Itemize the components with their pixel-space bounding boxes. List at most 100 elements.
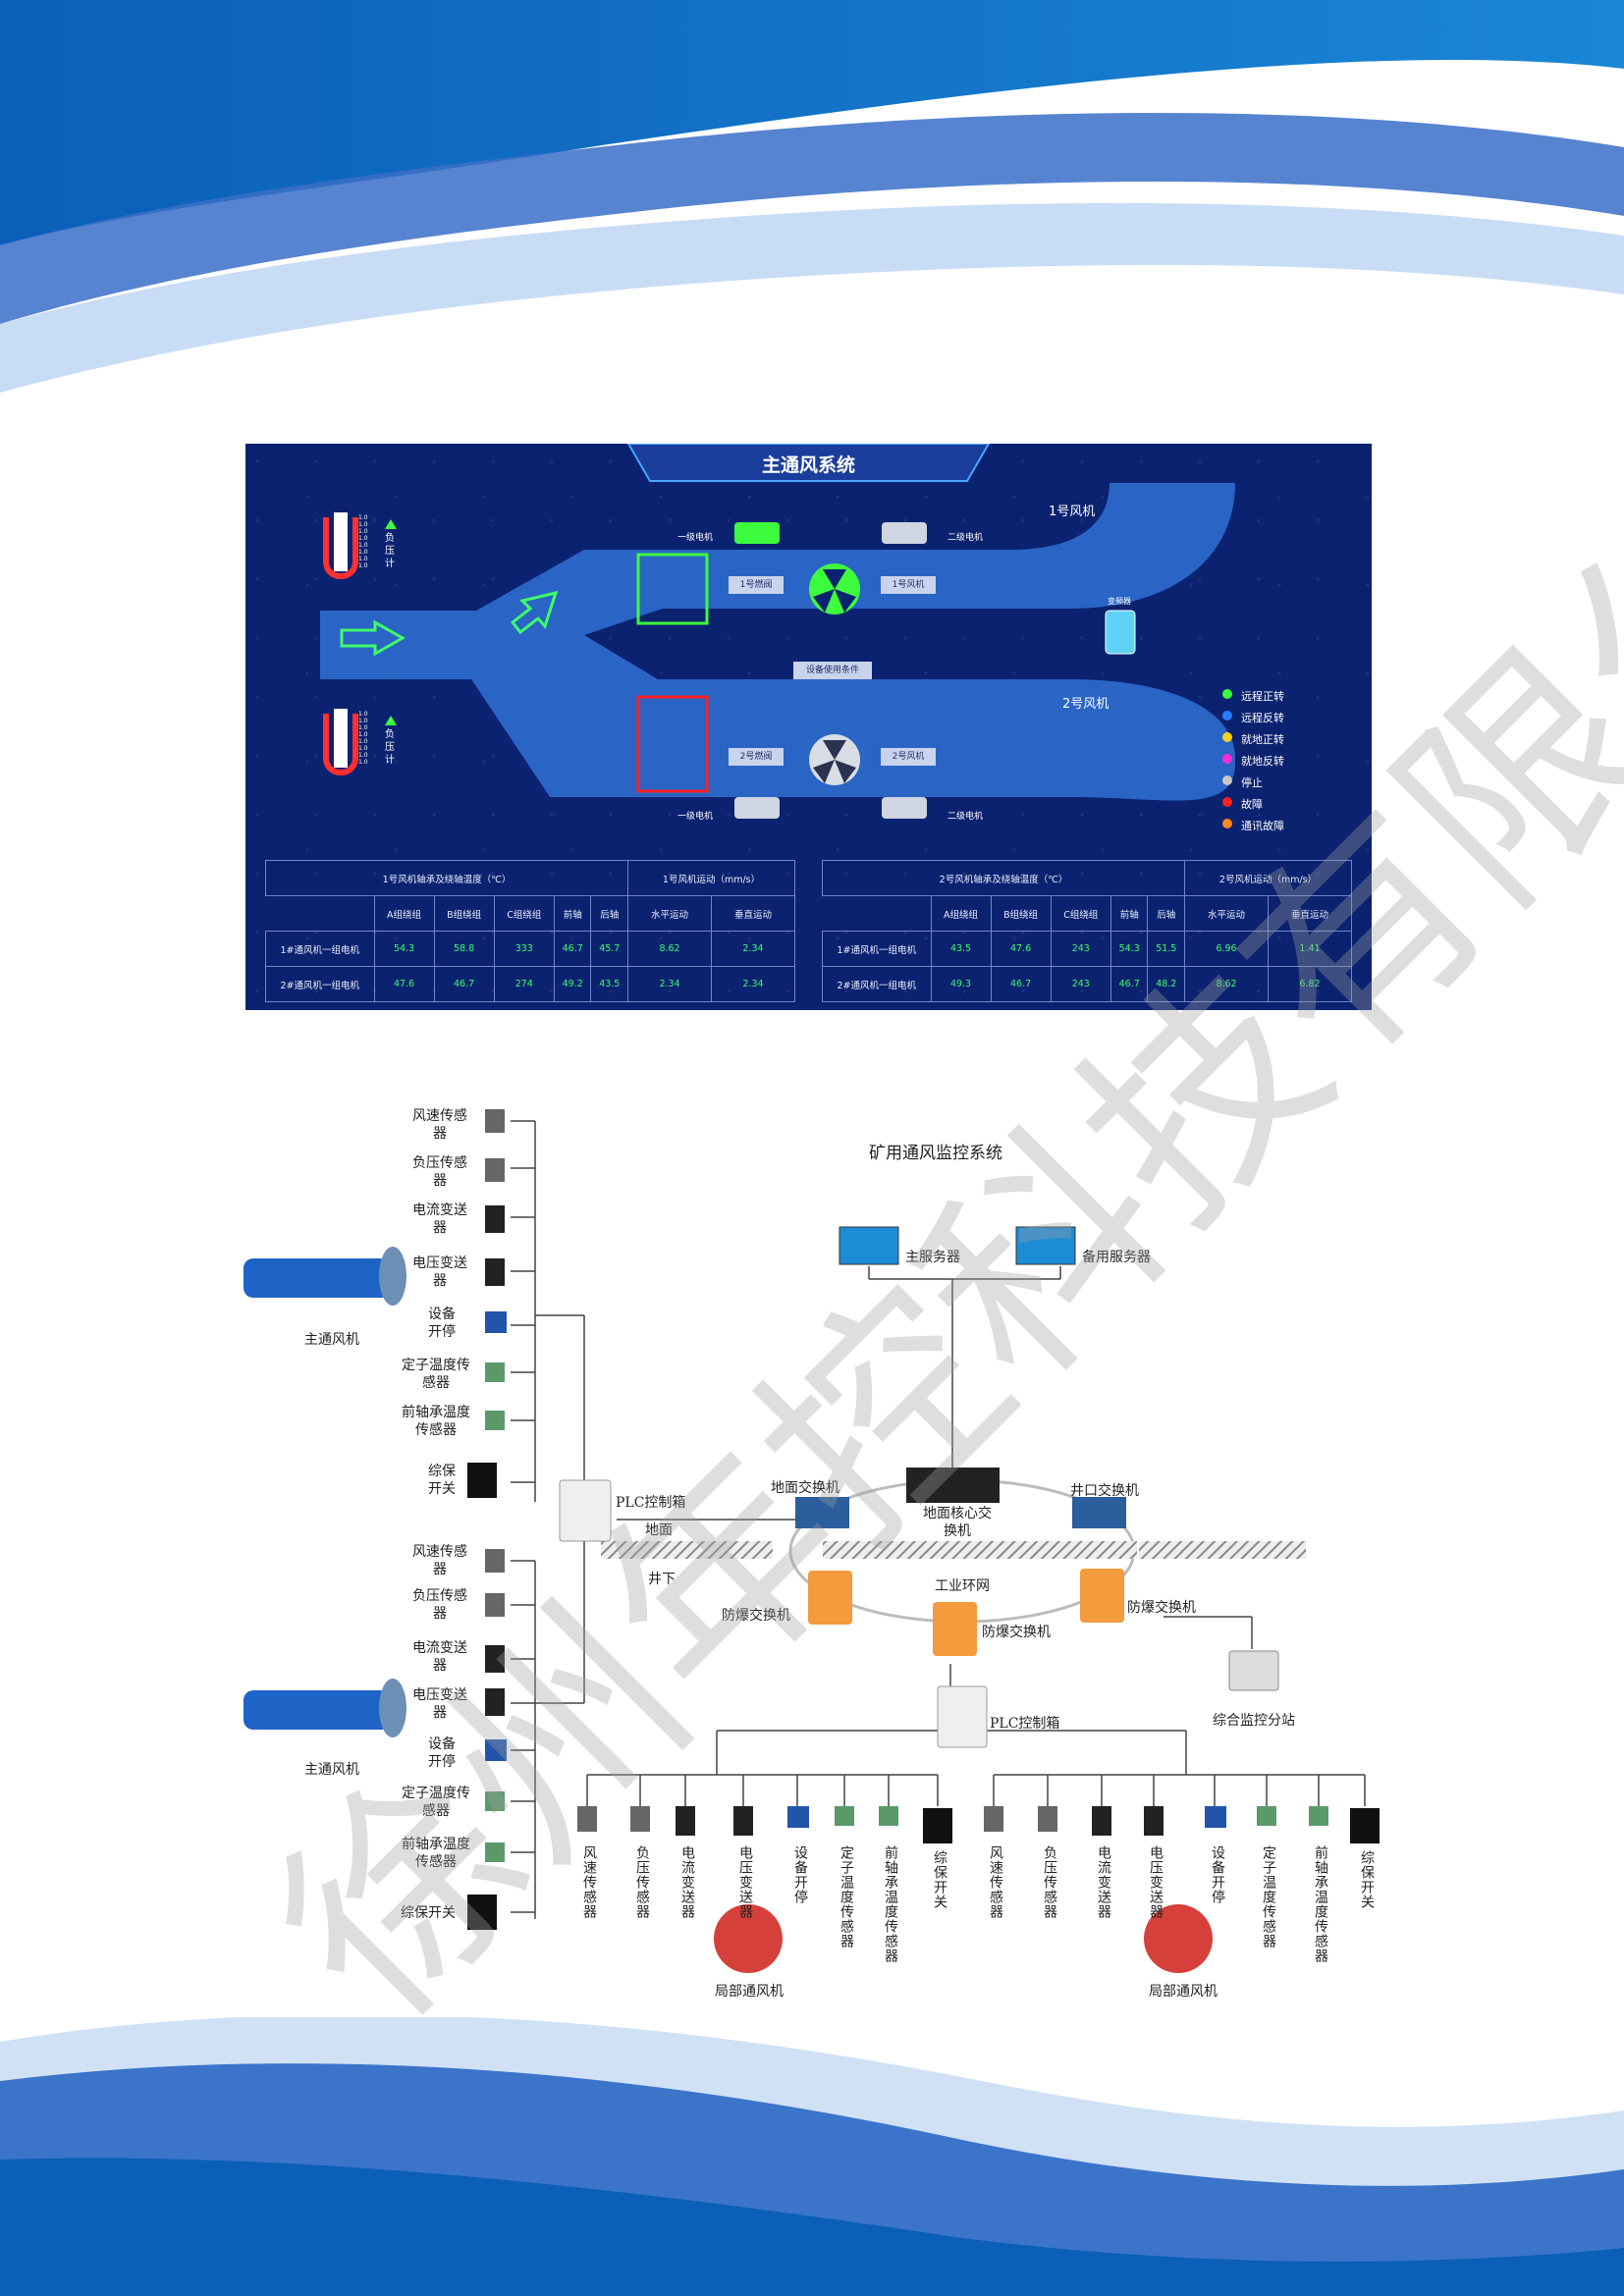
cell: 46.7 xyxy=(553,931,592,967)
ex-switch-left-label: 防爆交换机 xyxy=(722,1608,790,1624)
ground-switch-icon xyxy=(795,1497,849,1528)
main-fan-upper-label: 主通风机 xyxy=(304,1332,359,1348)
cell: 274 xyxy=(493,966,555,1002)
gauge-tick-label: 1.0 xyxy=(358,562,368,569)
cell: 49.2 xyxy=(553,966,592,1002)
table2-col: 前轴 xyxy=(1110,895,1149,932)
cell: 47.6 xyxy=(373,966,435,1002)
cell: 8.62 xyxy=(1184,966,1269,1002)
left2-sensor-5: 定子温度传感器 xyxy=(402,1786,470,1819)
left1-sensor-1: 负压传感器 xyxy=(412,1155,467,1189)
backup-server-label: 备用服务器 xyxy=(1082,1250,1151,1265)
gauge-tick-label: 1.0 xyxy=(358,711,368,718)
gauge-bottom-label: 负压计 xyxy=(385,729,395,766)
fan2-gate-button[interactable]: 2号燃阀 xyxy=(729,748,784,766)
left2-sensor-4: 设备开停 xyxy=(428,1736,456,1770)
left1-sensor-4: 设备开停 xyxy=(428,1307,456,1340)
bottom-right-sensor-4: 设备开停 xyxy=(1210,1845,1225,1904)
fan2-fan-button[interactable]: 2号风机 xyxy=(881,748,936,766)
bottom-right-sensor-5: 定子温度传感器 xyxy=(1261,1845,1276,1949)
table-row: 1#通风机一组电机 54.3 58.8 333 46.7 45.7 8.62 2… xyxy=(265,931,796,967)
cell: 54.3 xyxy=(373,931,435,967)
gauge-tick-label: 1.0 xyxy=(358,745,368,752)
main-server-label: 主服务器 xyxy=(905,1250,960,1265)
legend-comm-fault: 通讯故障 xyxy=(1241,820,1284,832)
table-row: 2#通风机一组电机 47.6 46.7 274 49.2 43.5 2.34 2… xyxy=(265,966,796,1002)
gauge-tick-label: 1.0 xyxy=(358,738,368,745)
main-fan-lower-label: 主通风机 xyxy=(304,1762,359,1778)
table-row: 2#通风机一组电机 49.3 46.7 243 46.7 48.2 8.62 6… xyxy=(822,966,1353,1002)
fan2-temperature-table: 2号风机轴承及绕轴温度（℃） 2号风机运动（mm/s） A组绕组 B组绕组 C组… xyxy=(821,860,1353,1002)
local-fan-right-icon xyxy=(1144,1904,1213,1973)
cell: 2.34 xyxy=(710,931,796,967)
bottom-right-sensor-6: 前轴承温度传感器 xyxy=(1313,1845,1328,1963)
left2-sensor-1: 负压传感器 xyxy=(412,1588,467,1622)
cell: 51.5 xyxy=(1147,931,1186,967)
cell: 243 xyxy=(1050,966,1111,1002)
cell: 6.82 xyxy=(1267,966,1353,1002)
legend-remote-reverse: 远程反转 xyxy=(1241,712,1284,724)
fan1-fan-button[interactable]: 1号风机 xyxy=(881,576,936,594)
fan1-impeller-icon xyxy=(809,563,860,614)
bottom-left-sensor-6: 前轴承温度传感器 xyxy=(883,1845,898,1963)
left2-sensor-7: 综保开关 xyxy=(401,1905,456,1921)
monitor-station-icon xyxy=(1228,1650,1279,1691)
shaft-switch-label: 井口交换机 xyxy=(1070,1483,1139,1499)
gauge-tick-label: 1.0 xyxy=(358,759,368,766)
core-switch-icon xyxy=(906,1468,1000,1503)
table1-vcol: 水平运动 xyxy=(627,895,712,932)
left2-sensor-0: 风速传感器 xyxy=(412,1544,467,1577)
duct-diagram xyxy=(320,483,1235,828)
fan1-title: 1号风机 xyxy=(1049,505,1096,519)
pressure-gauge-top-icon xyxy=(323,512,397,579)
left2-sensor-3: 电压变送器 xyxy=(412,1687,467,1721)
ring-label: 工业环网 xyxy=(935,1578,990,1594)
gauge-tick-label: 1.0 xyxy=(358,549,368,556)
main-fan-upper-icon xyxy=(244,1247,406,1306)
underground-label: 井下 xyxy=(648,1572,676,1587)
server-backup-icon xyxy=(1015,1226,1076,1265)
bottom-right-sensor-1: 负压传感器 xyxy=(1042,1845,1057,1919)
bottom-right-sensor-2: 电流变送器 xyxy=(1096,1845,1111,1919)
ex-switch-left-icon xyxy=(808,1571,852,1625)
cell: 6.96 xyxy=(1184,931,1269,967)
center-status-box[interactable]: 设备使用条件 xyxy=(793,662,872,679)
table1-vcol: 垂直运动 xyxy=(710,895,796,932)
left1-sensor-0: 风速传感器 xyxy=(412,1108,467,1142)
local-fan-right-label: 局部通风机 xyxy=(1149,1984,1218,2000)
fan1-stage2-label: 二级电机 xyxy=(947,533,984,543)
left1-sensor-6: 前轴承温度传感器 xyxy=(402,1405,470,1438)
bottom-left-sensor-0: 风速传感器 xyxy=(581,1845,597,1919)
left1-sensor-3: 电压变送器 xyxy=(412,1255,467,1289)
bottom-left-sensor-5: 定子温度传感器 xyxy=(839,1845,854,1949)
cell: 1.41 xyxy=(1267,931,1353,967)
gauge-tick-label: 1.0 xyxy=(358,556,368,562)
cell: 333 xyxy=(493,931,555,967)
gauge-tick-label: 1.0 xyxy=(358,528,368,535)
row-name: 1#通风机一组电机 xyxy=(265,931,375,967)
main-ventilation-scada-panel: 主通风系统 xyxy=(245,444,1372,1010)
gauge-tick-label: 1.0 xyxy=(358,724,368,731)
cell: 46.7 xyxy=(990,966,1052,1002)
ex-switch-right-label: 防爆交换机 xyxy=(1127,1600,1196,1616)
cell: 2.34 xyxy=(710,966,796,1002)
cell: 58.8 xyxy=(433,931,495,967)
table1-col: 前轴 xyxy=(553,895,592,932)
table2-vcol: 水平运动 xyxy=(1184,895,1269,932)
legend-local-reverse: 就地反转 xyxy=(1241,755,1284,768)
gauge-tick-label: 1.0 xyxy=(358,542,368,549)
fan1-gate-button[interactable]: 1号燃阀 xyxy=(729,576,784,594)
left2-sensor-6: 前轴承温度传感器 xyxy=(402,1837,470,1870)
gauge-tick-label: 1.0 xyxy=(358,752,368,759)
shaft-switch-icon xyxy=(1072,1497,1126,1528)
cell: 46.7 xyxy=(433,966,495,1002)
gauge-top-label: 负压计 xyxy=(385,533,395,569)
bottom-left-sensor-4: 设备开停 xyxy=(792,1845,808,1904)
gauge-tick-label: 1.0 xyxy=(358,535,368,542)
plc-box-lower-icon xyxy=(937,1685,988,1748)
left1-sensor-2: 电流变送器 xyxy=(412,1202,467,1236)
fan2-impeller-icon xyxy=(809,734,860,785)
plc-box-lower-label: PLC控制箱 xyxy=(990,1716,1060,1732)
